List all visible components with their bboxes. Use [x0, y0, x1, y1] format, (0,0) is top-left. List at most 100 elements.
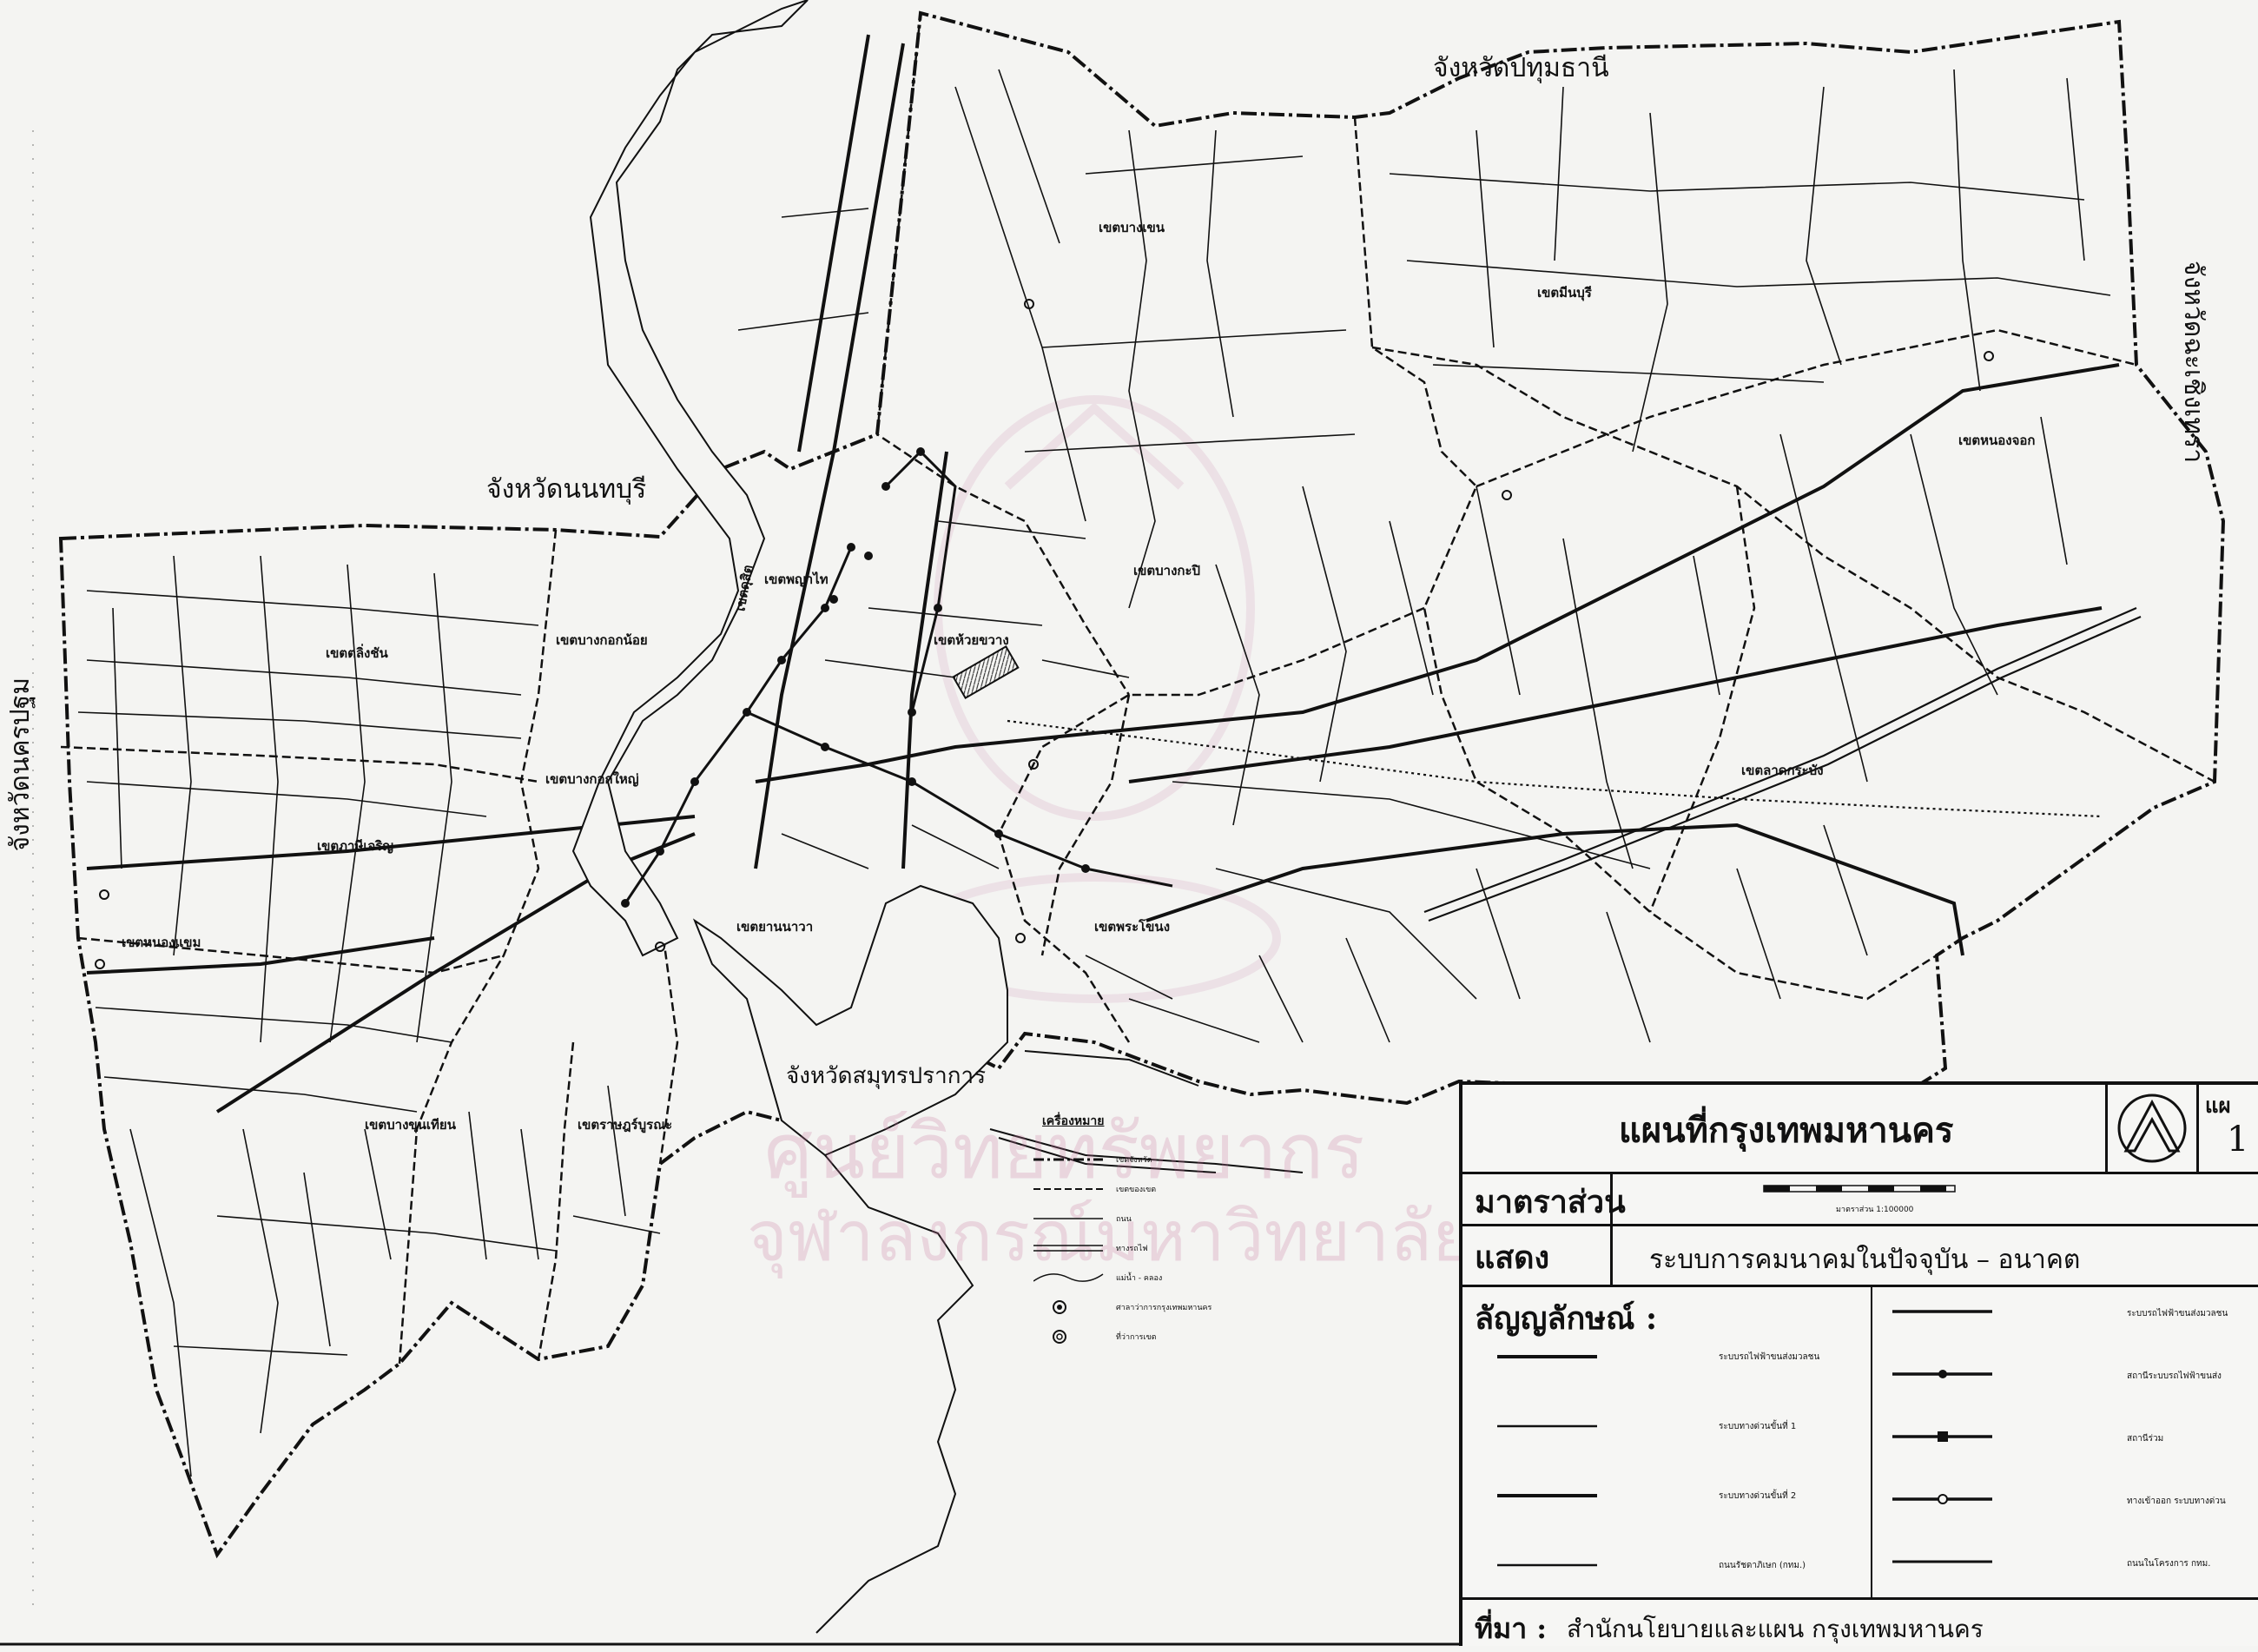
bangkok-boundary — [58, 10, 2226, 1559]
road-line — [911, 824, 1000, 869]
road-line — [2040, 416, 2068, 565]
legend-symbol-icon — [1033, 1218, 1103, 1219]
road-line — [1085, 955, 1173, 1000]
road-line — [937, 520, 1086, 539]
district-label-bang-khun-thian: เขตบางขุนเทียน — [365, 1117, 456, 1133]
map-legend-label: ที่ว่าการเขต — [1116, 1333, 1157, 1342]
symbol-label-right: ถนนในโครงการ กทม. — [2127, 1559, 2211, 1569]
road-line — [1206, 129, 1234, 418]
show-value: ระบบการคมนาคมในปัจจุบัน – อนาคต — [1649, 1245, 2081, 1275]
road-line — [112, 607, 122, 869]
road-line — [520, 1128, 539, 1260]
station-dot — [621, 899, 630, 908]
symbol-line-icon — [1497, 1563, 1597, 1567]
map-legend-title: เครื่องหมาย — [1042, 1114, 1105, 1128]
station-dot — [829, 595, 838, 604]
district-label-phaya-thai: เขตพญาไท — [764, 572, 829, 587]
station-dot — [908, 708, 916, 717]
symbols-section: ลัญญลักษณ์ : ระบบรถไฟฟ้าขนส่งมวลชนระบบทา… — [1462, 1285, 2258, 1597]
district-label-nong-khaem: เขตหนองแขม — [122, 935, 201, 950]
district-label-rat-burana: เขตราษฎร์บูรณะ — [578, 1117, 673, 1133]
station-dot — [847, 543, 855, 552]
station-dot — [1081, 864, 1090, 873]
road-line — [1632, 112, 1668, 453]
road-line — [1953, 69, 1981, 392]
source-label: ที่มา : — [1475, 1612, 1548, 1645]
symbol-label-left: ระบบทางด่วนขั้นที่ 2 — [1719, 1491, 1797, 1501]
road-line — [468, 1111, 487, 1260]
road-line — [77, 711, 522, 739]
road-line — [1215, 564, 1260, 826]
road-line — [1128, 129, 1156, 609]
station-dot — [881, 482, 890, 491]
station-dot — [908, 777, 916, 786]
road-line — [868, 607, 1043, 626]
road-line — [781, 833, 869, 869]
road-line — [1389, 520, 1434, 696]
road-line — [260, 555, 279, 1043]
road-line — [1024, 433, 1356, 453]
road-line — [1389, 173, 2085, 201]
road-line — [1172, 781, 1651, 869]
legend-symbol-icon — [1033, 1188, 1103, 1190]
show-row: แสดง ระบบการคมนาคมในปัจจุบัน – อนาคต — [1462, 1224, 2258, 1287]
symbol-line-icon — [1892, 1431, 1992, 1442]
rivers — [571, 0, 1304, 1634]
road-line — [416, 572, 452, 1043]
scale-bar — [1763, 1185, 1956, 1193]
road-line — [1806, 86, 1842, 366]
symbol-line-icon — [1892, 1310, 1992, 1313]
district-label-bang-khen: เขตบางเขน — [1099, 220, 1165, 235]
scale-text: มาตราส่วน 1:100000 — [1836, 1206, 1914, 1214]
symbol-line-icon — [1497, 1424, 1597, 1428]
symbol-line-icon — [1497, 1494, 1597, 1497]
district-label-taling-chan: เขตตลิ่งชัน — [326, 645, 388, 661]
transit-lines — [624, 449, 1173, 904]
symbol-label-right: ทางเข้าออก ระบบทางด่วน — [2127, 1497, 2226, 1506]
station-dot — [690, 777, 699, 786]
hatched-block — [952, 645, 1020, 699]
district-label-lat-krabang: เขตลาดกระบัง — [1741, 763, 1824, 778]
symbol-label-right: ระบบรถไฟฟ้าขนส่งมวลชน — [2127, 1309, 2228, 1318]
station-dot — [777, 656, 786, 664]
symbol-line-icon — [1892, 1494, 1992, 1504]
road-line — [1215, 868, 1477, 1000]
map-legend-item: เขตของเขต — [1033, 1174, 1233, 1204]
map-legend-label: แม่น้ำ - คลอง — [1116, 1274, 1163, 1283]
road-line — [129, 1128, 192, 1477]
district-boundaries — [60, 12, 2215, 1365]
road-line — [1562, 538, 1634, 869]
road-line — [86, 590, 539, 626]
road-line — [173, 555, 192, 956]
legend-symbol-icon — [1033, 1273, 1104, 1282]
symbol-line-icon — [1892, 1560, 1992, 1563]
road-line — [1693, 555, 1720, 696]
railways — [1007, 606, 2142, 922]
road-line — [1476, 129, 1495, 348]
symbol-label-left: ระบบทางด่วนขั้นที่ 1 — [1719, 1422, 1797, 1431]
district-label-phasi-charoen: เขตภาษีเจริญ — [317, 838, 394, 854]
legend-label: ลัญญลักษณ์ : — [1475, 1300, 1658, 1337]
title-row: แผนที่กรุงเทพมหานคร แผ 1 — [1462, 1085, 2258, 1174]
legend-symbol-icon — [1053, 1300, 1066, 1314]
map-legend-item: ทางรถไฟ — [1033, 1233, 1233, 1263]
road-line — [1823, 824, 1868, 956]
road-line — [954, 86, 1086, 522]
road-line — [1041, 659, 1130, 678]
symbol-line-icon — [1497, 1355, 1597, 1358]
station-dot — [656, 847, 664, 856]
map-legend-label: เขตจังหวัด — [1116, 1156, 1152, 1165]
road-line — [1554, 86, 1564, 261]
source-value: สำนักนโยบายและแผน กรุงเทพมหานคร — [1567, 1615, 1984, 1643]
station-dot — [934, 604, 942, 612]
sheet-number: 1 — [2227, 1120, 2249, 1160]
road-line — [1736, 868, 1781, 1000]
road-line — [103, 1076, 418, 1113]
map-legend-item: เขตจังหวัด — [1033, 1145, 1233, 1174]
road-line — [1910, 433, 1998, 696]
station-dot — [743, 708, 751, 717]
map-legend-item: ที่ว่าการเขต — [1033, 1322, 1233, 1351]
legend-symbol-icon — [1053, 1330, 1066, 1344]
station-dot — [821, 604, 829, 612]
